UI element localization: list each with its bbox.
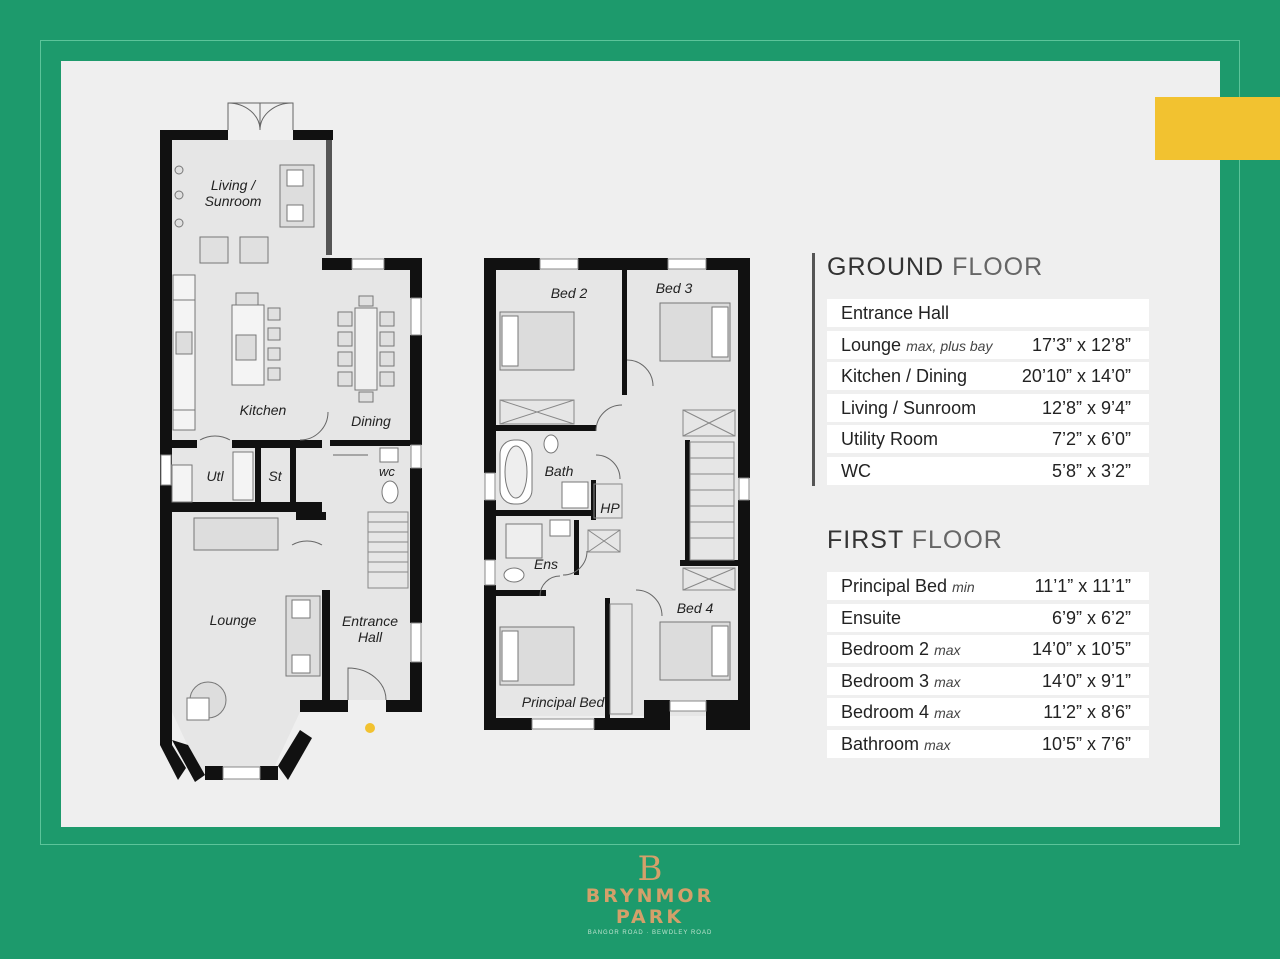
lounge-furniture xyxy=(186,517,321,721)
room-label-dining: Dining xyxy=(351,413,391,429)
ground-floor-schedule: GROUND FLOOR Entrance Hall Lounge max, p… xyxy=(812,253,1152,486)
room-label-lounge: Lounge xyxy=(210,612,257,628)
living-furniture xyxy=(174,164,315,264)
logo-line2: PARK xyxy=(615,906,685,928)
logo-monogram: B xyxy=(637,849,663,889)
accent-tab xyxy=(1155,97,1280,160)
wc-fittings xyxy=(379,447,399,504)
room-label-kitchen: Kitchen xyxy=(240,402,287,418)
schedule-row: Entrance Hall xyxy=(827,299,1149,327)
room-label-store: St xyxy=(268,468,282,484)
room-label-living: Living / xyxy=(211,177,257,193)
outer-frame xyxy=(40,40,1240,845)
room-label-ens: Ens xyxy=(534,556,558,572)
first-floor-heading: FIRST FLOOR xyxy=(827,526,1003,554)
entrance-marker xyxy=(365,723,375,733)
room-label-bed2: Bed 2 xyxy=(551,285,588,301)
kitchen-units xyxy=(171,274,265,503)
logo-tagline: BANGOR ROAD · BEWDLEY ROAD xyxy=(587,930,713,936)
room-label-hall: Hall xyxy=(358,629,383,645)
logo-line1: BRYNMOR xyxy=(585,885,715,907)
room-label-sunroom: Sunroom xyxy=(205,193,262,209)
room-label-bed4: Bed 4 xyxy=(677,600,714,616)
room-label-wc: wc xyxy=(379,464,395,479)
ground-floor-plan: Living / Sunroom Kitchen Dining Utl St w… xyxy=(160,102,422,782)
ground-walls xyxy=(160,130,422,782)
first-doors xyxy=(539,359,663,617)
french-doors xyxy=(199,102,387,701)
first-windows xyxy=(484,258,750,730)
ground-windows xyxy=(160,258,422,780)
first-walls xyxy=(484,258,750,730)
room-label-entrance: Entrance xyxy=(342,613,398,629)
ground-floor-heading: GROUND FLOOR xyxy=(827,253,1044,281)
divider-line xyxy=(812,253,815,486)
first-stairs xyxy=(689,441,735,561)
bathroom-fittings xyxy=(499,434,589,583)
brand-logo: B BRYNMOR PARK BANGOR ROAD · BEWDLEY ROA… xyxy=(560,852,740,952)
room-label-bed3: Bed 3 xyxy=(656,280,693,296)
room-label-principal-bed: Principal Bed xyxy=(522,694,606,710)
room-label-hp: HP xyxy=(600,500,620,516)
ground-stairs xyxy=(367,511,409,589)
first-floor-plan: Bed 2 Bed 3 Bath HP Ens Bed 4 Principal … xyxy=(484,258,750,730)
room-label-utility: Utl xyxy=(206,468,224,484)
wardrobes xyxy=(499,399,736,715)
room-label-bath: Bath xyxy=(545,463,574,479)
beds xyxy=(499,302,731,686)
dining-set xyxy=(235,292,395,403)
